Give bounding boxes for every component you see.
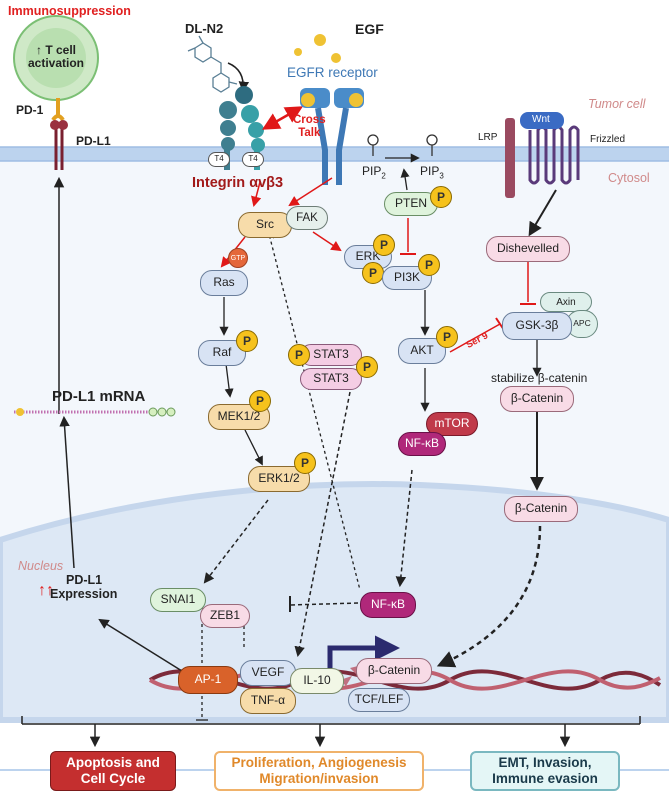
pten-node: PTEN <box>384 192 438 216</box>
pdl1-expression-line1: PD-L1 <box>66 573 103 587</box>
apoptosis-line1: Apoptosis and <box>66 755 160 771</box>
akt-node: AKT <box>398 338 446 364</box>
nfkb-nucleus-node: NF-κB <box>360 592 416 618</box>
pip3-text: PIP <box>420 164 440 178</box>
emt-outcome: EMT, Invasion, Immune evasion <box>470 751 620 791</box>
pdl1-receptor <box>54 125 64 170</box>
pip3-label: PIP3 <box>420 164 444 181</box>
nucleus-label: Nucleus <box>18 559 64 573</box>
cross-talk-line1: Cross <box>293 114 326 126</box>
emt-line1: EMT, Invasion, <box>498 755 592 771</box>
cross-talk-label: Cross Talk <box>293 114 326 139</box>
frizzled-receptor <box>528 125 580 185</box>
prolif-line2: Migration/invasion <box>259 771 379 786</box>
plasma-membrane <box>0 147 669 161</box>
erk-phospho-1: P <box>373 234 395 256</box>
src-node: Src <box>238 212 292 238</box>
ap1-node: AP-1 <box>178 666 238 694</box>
pip2-text: PIP <box>362 164 382 178</box>
pd1-receptor <box>51 98 65 122</box>
lrp-receptor <box>505 118 515 198</box>
wnt-label: Wnt <box>532 114 550 125</box>
egf-label: EGF <box>355 21 384 37</box>
emt-line2: Immune evasion <box>492 771 598 786</box>
erk12-phospho: P <box>294 452 316 474</box>
dishevelled-node: Dishevelled <box>486 236 570 262</box>
nfkb-cytosol-node: NF-κB <box>398 432 446 456</box>
ras-node: Ras <box>200 270 248 296</box>
vegf-node: VEGF <box>240 660 296 686</box>
immunosuppression-label: Immunosuppression <box>8 4 131 18</box>
beta-catenin-2-node: β-Catenin <box>504 496 578 522</box>
stat3-top-node: STAT3 <box>300 344 362 366</box>
il10-node: IL-10 <box>290 668 344 694</box>
pdl1-mrna-label: PD-L1 mRNA <box>52 388 146 405</box>
fak-node: FAK <box>286 206 328 230</box>
gtp-badge: GTP <box>228 248 248 268</box>
dln2-molecule <box>187 35 238 93</box>
t-cell-line2: activation <box>27 56 84 71</box>
gsk3b-node: GSK-3β <box>502 312 572 340</box>
cross-talk-line2: Talk <box>298 126 321 139</box>
lrp-label: LRP <box>478 132 498 143</box>
akt-phospho: P <box>436 326 458 348</box>
t4-left: T4 <box>208 152 230 167</box>
stabilize-label: stabilize β-catenin <box>491 371 588 385</box>
zeb1-node: ZEB1 <box>200 604 250 628</box>
pip2-label: PIP2 <box>362 164 386 181</box>
egfr-label: EGFR receptor <box>287 65 378 80</box>
raf-node: Raf <box>198 340 246 366</box>
pd1-label: PD-1 <box>16 103 44 117</box>
pi3k-node: PI3K <box>382 266 432 290</box>
stat3-top-phospho: P <box>288 344 310 366</box>
cross-talk-arrow <box>261 106 304 130</box>
t-cell-line1: ↑ T cell <box>35 43 76 57</box>
pi3k-phospho: P <box>418 254 440 276</box>
beta-catenin-nucleus-node: β-Catenin <box>356 658 432 684</box>
integrin-label: Integrin αvβ3 <box>192 175 284 191</box>
t4-right: T4 <box>242 152 264 167</box>
mek-phospho: P <box>249 390 271 412</box>
egfr-receptor <box>300 88 364 185</box>
t-cell-activation-label: ↑ T cell activation <box>25 43 87 71</box>
pip3-sub: 3 <box>439 171 444 181</box>
proliferation-outcome: Proliferation, Angiogenesis Migration/in… <box>214 751 424 791</box>
cytosol-label: Cytosol <box>608 171 650 185</box>
pip2-sub: 2 <box>381 171 386 181</box>
apoptosis-line2: Cell Cycle <box>80 771 146 786</box>
erk-phospho-2: P <box>362 262 384 284</box>
tumor-cell-label: Tumor cell <box>588 97 646 111</box>
pdl1-expression-label: PD-L1 Expression <box>50 573 118 602</box>
double-up-arrow-icon: ↑↑ <box>38 582 54 599</box>
raf-phospho: P <box>236 330 258 352</box>
tnfa-node: TNF-α <box>240 688 296 714</box>
stat3-bottom-phospho: P <box>356 356 378 378</box>
axin-node: Axin <box>540 292 592 312</box>
snai1-node: SNAI1 <box>150 588 206 612</box>
pdl1-label: PD-L1 <box>76 134 111 148</box>
apoptosis-outcome: Apoptosis and Cell Cycle <box>50 751 176 791</box>
pdl1-expression-line2: Expression <box>50 586 118 601</box>
prolif-line1: Proliferation, Angiogenesis <box>231 755 407 771</box>
dln2-label: DL-N2 <box>185 21 224 36</box>
pten-phospho: P <box>430 186 452 208</box>
stat3-bottom-node: STAT3 <box>300 368 362 390</box>
beta-catenin-1-node: β-Catenin <box>500 386 574 412</box>
tcf-lef-node: TCF/LEF <box>348 688 410 712</box>
frizzled-label: Frizzled <box>590 134 626 145</box>
